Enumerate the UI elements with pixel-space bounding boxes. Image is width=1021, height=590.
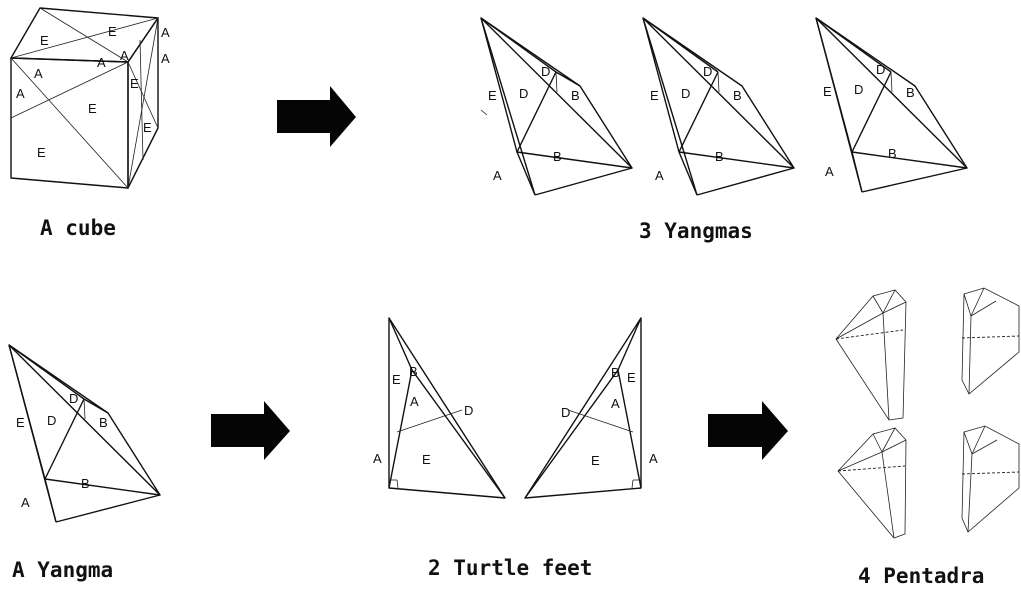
yangma-label-d1: D: [703, 64, 712, 79]
yangma-label-d1: D: [876, 62, 885, 77]
caption-yangma: A Yangma: [12, 558, 113, 582]
arrow-right-icon: [211, 401, 290, 460]
foot-right-label-d: D: [561, 405, 570, 420]
foot-left-label-a1: A: [410, 394, 419, 409]
yangma-label-b1: B: [99, 415, 108, 430]
turtle-foot-left: E B A D A E: [373, 317, 506, 499]
pentadron-2: [961, 287, 1020, 395]
caption-pentadra: 4 Pentadra: [858, 564, 984, 588]
foot-right-label-e2: E: [591, 453, 600, 468]
yangma-figure-1: D E D B B A: [480, 17, 633, 196]
foot-right-label-e1: E: [627, 370, 636, 385]
caption-yangmas: 3 Yangmas: [639, 219, 753, 243]
foot-left-label-b: B: [409, 364, 418, 379]
cube-label-a3: A: [120, 48, 129, 63]
foot-right-label-b: B: [611, 365, 620, 380]
yangma-label-b2: B: [81, 476, 90, 491]
cube-label-a5: A: [161, 25, 170, 40]
yangma-label-b1: B: [571, 88, 580, 103]
yangma-label-e: E: [488, 88, 497, 103]
yangma-label-b2: B: [553, 149, 562, 164]
cube-label-e5: E: [143, 120, 152, 135]
single-yangma-figure: D E D B B A: [8, 344, 161, 523]
cube-label-e6: E: [37, 145, 46, 160]
yangma-figure-2: D E D B B A: [642, 17, 795, 196]
yangma-label-d2: D: [854, 82, 863, 97]
yangma-label-e: E: [823, 84, 832, 99]
yangma-label-d2: D: [519, 86, 528, 101]
cube-label-e3: E: [88, 101, 97, 116]
pentadron-4: [961, 425, 1020, 533]
yangma-label-a: A: [21, 495, 30, 510]
foot-left-label-e1: E: [392, 372, 401, 387]
cube-label-a1: A: [34, 66, 43, 81]
yangma-label-b2: B: [888, 146, 897, 161]
cube-label-e1: E: [40, 33, 49, 48]
foot-left-label-e2: E: [422, 452, 431, 467]
yangma-label-b1: B: [906, 85, 915, 100]
foot-left-label-d: D: [464, 403, 473, 418]
pentadron-3: [837, 427, 907, 539]
yangma-label-a: A: [655, 168, 664, 183]
pentadron-1: [835, 289, 907, 421]
yangma-label-a: A: [825, 164, 834, 179]
cube-label-e2: E: [108, 24, 117, 39]
cube-label-a4: A: [16, 86, 25, 101]
yangma-label-a: A: [493, 168, 502, 183]
yangma-label-d2: D: [681, 86, 690, 101]
cube-figure: E E A A A A E E E E A A: [10, 7, 170, 189]
caption-cube: A cube: [40, 216, 116, 240]
foot-right-label-a1: A: [611, 396, 620, 411]
turtle-foot-right: B E A D A E: [524, 317, 658, 499]
caption-turtle-feet: 2 Turtle feet: [428, 556, 592, 580]
cube-label-a6: A: [161, 51, 170, 66]
yangma-label-d1: D: [69, 391, 78, 406]
yangma-label-d2: D: [47, 413, 56, 428]
yangma-label-e: E: [16, 415, 25, 430]
yangma-label-b2: B: [715, 149, 724, 164]
yangma-label-b1: B: [733, 88, 742, 103]
arrow-right-icon: [708, 401, 788, 460]
arrow-right-icon: [277, 86, 356, 147]
yangma-label-d1: D: [541, 64, 550, 79]
cube-label-a2: A: [97, 55, 106, 70]
cube-label-e4: E: [130, 76, 139, 91]
foot-left-label-a2: A: [373, 451, 382, 466]
yangma-figure-3: D E D B B A: [815, 17, 968, 193]
foot-right-label-a2: A: [649, 451, 658, 466]
yangma-label-e: E: [650, 88, 659, 103]
